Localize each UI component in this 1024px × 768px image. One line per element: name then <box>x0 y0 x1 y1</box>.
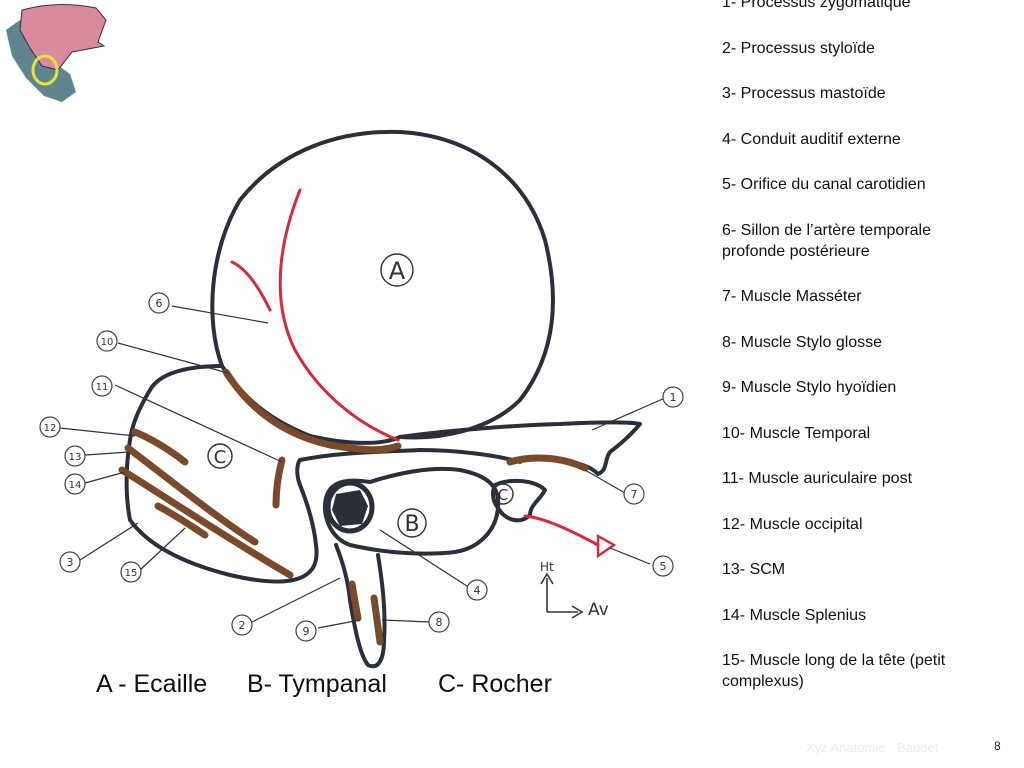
footer-watermark: Xyz Anatomie · Baudet <box>806 740 939 755</box>
legend-item: 9- Muscle Stylo hyoïdien <box>722 379 897 396</box>
thumb-bone <box>19 3 107 71</box>
number-marker-4: 4 <box>474 584 481 597</box>
legend-item: 8- Muscle Stylo glosse <box>722 333 883 351</box>
tympanal-upper-outline <box>298 448 522 464</box>
legend-item: 15- Muscle long de la tête (petit comple… <box>722 652 946 690</box>
meatus-hatching <box>332 490 368 526</box>
number-marker-3: 3 <box>67 556 74 569</box>
number-marker-7: 7 <box>631 488 638 501</box>
artery-groove <box>230 188 617 559</box>
scm-muscle <box>124 444 259 546</box>
region-label-b: B <box>404 512 419 537</box>
zygomatic-process-outline <box>398 420 642 476</box>
region-label-c: C <box>214 447 227 468</box>
caption-petrous: C- Rocher <box>438 670 552 698</box>
orientation-indicator: Ht Av <box>540 560 609 620</box>
petrous-outline <box>124 364 319 584</box>
region-letters: A B C C <box>207 253 514 538</box>
occipital-muscle <box>131 428 189 466</box>
number-marker-10: 10 <box>101 337 114 348</box>
carotid-artery <box>523 514 600 547</box>
legend-item: 4- Conduit auditif externe <box>722 130 901 148</box>
number-marker-circle <box>64 445 86 467</box>
legend-item: 13- SCM <box>722 561 786 578</box>
number-marker-circle <box>466 579 488 601</box>
number-marker-circle <box>59 551 81 573</box>
number-marker-14: 14 <box>69 480 82 491</box>
number-marker-circle <box>96 330 118 352</box>
legend-item: 7- Muscle Masséter <box>722 288 862 305</box>
caption-tympanal: B- Tympanal <box>247 670 387 698</box>
number-marker-circle <box>662 386 684 408</box>
temporal-muscle <box>222 368 402 454</box>
muscle-group <box>118 368 589 646</box>
number-marker-1: 1 <box>670 391 677 404</box>
region-label-a: A <box>389 257 406 285</box>
stylo-glossus-muscle <box>370 594 384 646</box>
number-marker-12: 12 <box>44 423 57 434</box>
legend-item: 12- Muscle occipital <box>722 515 863 533</box>
number-marker-11: 11 <box>96 382 109 393</box>
styloid-process-outline <box>334 543 387 669</box>
number-marker-9: 9 <box>303 625 310 638</box>
number-marker-2: 2 <box>239 619 246 632</box>
number-marker-15: 15 <box>125 568 138 579</box>
number-marker-circle <box>428 611 450 633</box>
legend-item: 6- Sillon de l’artère temporale profonde… <box>722 221 931 260</box>
legend-item: 14- Muscle Splenius <box>722 606 867 624</box>
masseter-muscle <box>506 454 589 472</box>
legend-item: 11- Muscle auriculaire post <box>722 470 913 487</box>
number-marker-13: 13 <box>69 452 82 463</box>
caption-squama: A - Ecaille <box>96 670 208 698</box>
number-marker-circle <box>39 416 61 438</box>
orientation-up-label: Ht <box>540 560 554 574</box>
number-marker-circle <box>231 614 253 636</box>
leader-lines <box>59 305 666 629</box>
external-auditory-meatus <box>325 480 375 534</box>
number-marker-5: 5 <box>660 560 667 573</box>
squama-outline <box>210 129 555 440</box>
legend-item: 1- Processus zygomatique <box>722 0 911 11</box>
carotid-arrowhead <box>596 533 617 559</box>
number-marker-circle <box>120 561 142 583</box>
number-marker-circle <box>148 292 170 314</box>
artery-branch <box>230 260 272 312</box>
number-marker-circle <box>652 555 674 577</box>
long-head-muscle <box>154 502 209 539</box>
auricular-muscle <box>272 456 286 509</box>
artery-main <box>278 188 400 442</box>
legend-item: 2- Processus styloïde <box>722 39 875 57</box>
number-marker-circle <box>295 620 317 642</box>
number-marker-circle <box>91 375 113 397</box>
page-corner-mark: 8 <box>994 739 1001 753</box>
splenius-muscle <box>118 466 294 579</box>
legend-item: 5- Orifice du canal carotidien <box>722 176 926 193</box>
carotid-region-outline <box>491 478 547 523</box>
region-label-c-small: C <box>498 486 508 504</box>
number-marker-6: 6 <box>156 297 163 310</box>
number-marker-8: 8 <box>436 616 443 629</box>
number-marker-circle <box>623 483 645 505</box>
thumb-highlight-ring <box>31 54 59 86</box>
legend-item: 3- Processus mastoïde <box>722 85 886 102</box>
legend-list: 1- Processus zygomatique 2- Processus sty… <box>722 0 982 717</box>
skull-thumbnail <box>6 3 107 102</box>
legend-item: 10- Muscle Temporal <box>722 424 871 442</box>
stylo-hyoid-muscle <box>348 580 362 622</box>
orientation-forward-label: Av <box>588 600 609 620</box>
number-marker-circle <box>64 473 86 495</box>
